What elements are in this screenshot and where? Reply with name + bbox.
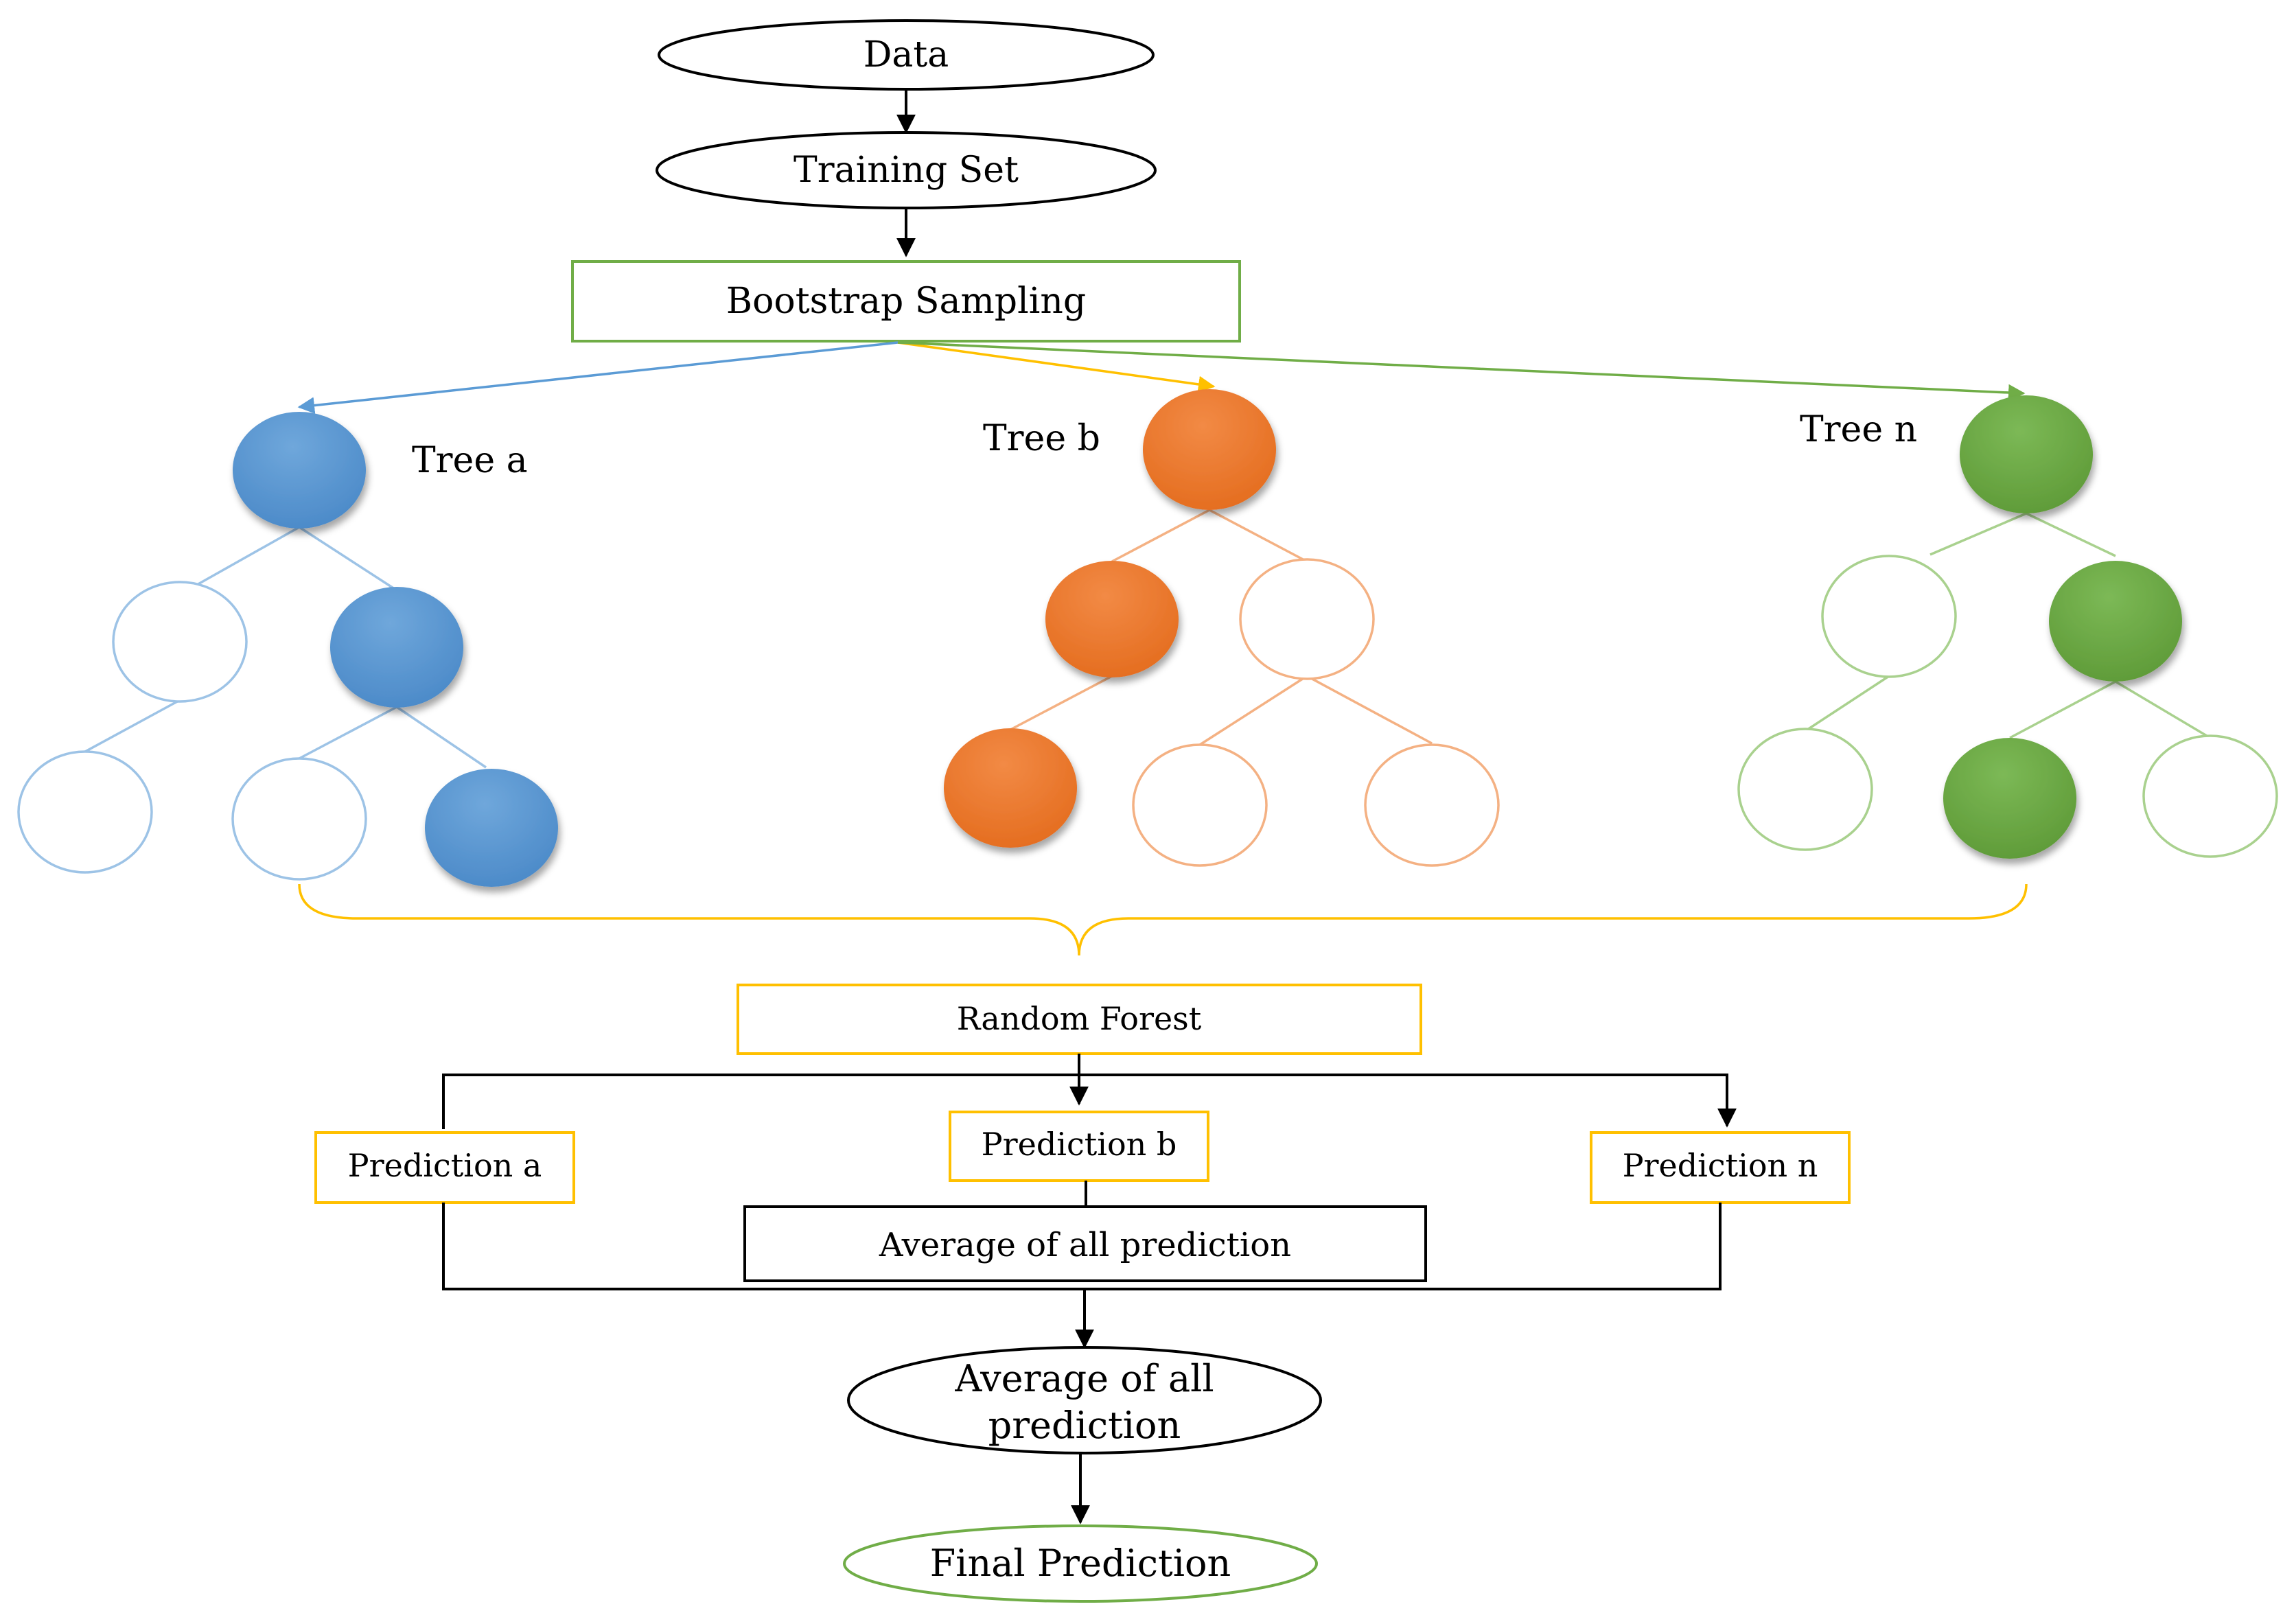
tree-a-right-node <box>330 587 463 708</box>
average-box-label: Average of all prediction <box>879 1226 1291 1264</box>
tree-n-leaf-node <box>2142 734 2278 858</box>
prediction-a-label: Prediction a <box>348 1147 542 1184</box>
final-prediction-label: Final Prediction <box>930 1542 1231 1585</box>
curly-brace <box>298 883 2028 956</box>
tree-n-left-node <box>1821 555 1957 678</box>
tree-a-root-node <box>233 412 366 529</box>
tree-b-left-node <box>1045 561 1179 677</box>
average-ellipse-label-line2: prediction <box>988 1404 1181 1447</box>
tree-b-leaf-node <box>1132 743 1268 867</box>
average-of-all-prediction-box <box>743 1205 1427 1282</box>
tree-n-right-node <box>2049 561 2182 682</box>
distribution-connector <box>442 1054 1737 1129</box>
tree-n: Tree n <box>1737 395 2278 859</box>
tree-b-leaf-node <box>944 728 1077 848</box>
final-prediction-ellipse <box>843 1524 1318 1603</box>
tree-a-leaf-node <box>231 757 367 881</box>
random-forest-label: Random Forest <box>957 1000 1202 1037</box>
tree-b-leaf-node <box>1364 743 1500 867</box>
tree-a-leaf-node <box>425 769 558 887</box>
prediction-b-label: Prediction b <box>982 1126 1177 1163</box>
tree-n-root-node <box>1960 395 2093 513</box>
tree-a-label: Tree a <box>412 440 528 481</box>
tree-b-right-node <box>1239 558 1375 680</box>
random-forest-box <box>737 984 1422 1055</box>
tree-b-label: Tree b <box>983 418 1100 459</box>
prediction-b-box <box>949 1111 1209 1182</box>
tree-b-root-node <box>1143 389 1276 510</box>
arrow-bootstrap-to-tree-a <box>297 341 899 414</box>
arrow-bootstrap-to-tree-b <box>897 341 1216 393</box>
tree-a-left-node <box>112 581 248 703</box>
tree-n-label: Tree n <box>1800 409 1917 450</box>
bootstrap-sampling-label: Bootstrap Sampling <box>726 281 1086 322</box>
tree-a: Tree a <box>17 412 558 887</box>
tree-b: Tree b <box>944 389 1500 867</box>
data-label: Data <box>864 34 949 76</box>
arrow-bootstrap-to-tree-n <box>897 341 2026 402</box>
tree-n-leaf-node <box>1737 728 1873 851</box>
average-ellipse-label-line1: Average of all <box>954 1357 1214 1400</box>
prediction-n-label: Prediction n <box>1623 1147 1818 1184</box>
collecting-connector <box>442 1181 1722 1290</box>
bootstrap-sampling-box <box>571 260 1241 343</box>
training-set-label: Training Set <box>793 150 1019 191</box>
tree-a-leaf-node <box>17 750 153 874</box>
average-of-all-prediction-ellipse <box>847 1346 1322 1454</box>
tree-n-leaf-node <box>1943 738 2076 859</box>
